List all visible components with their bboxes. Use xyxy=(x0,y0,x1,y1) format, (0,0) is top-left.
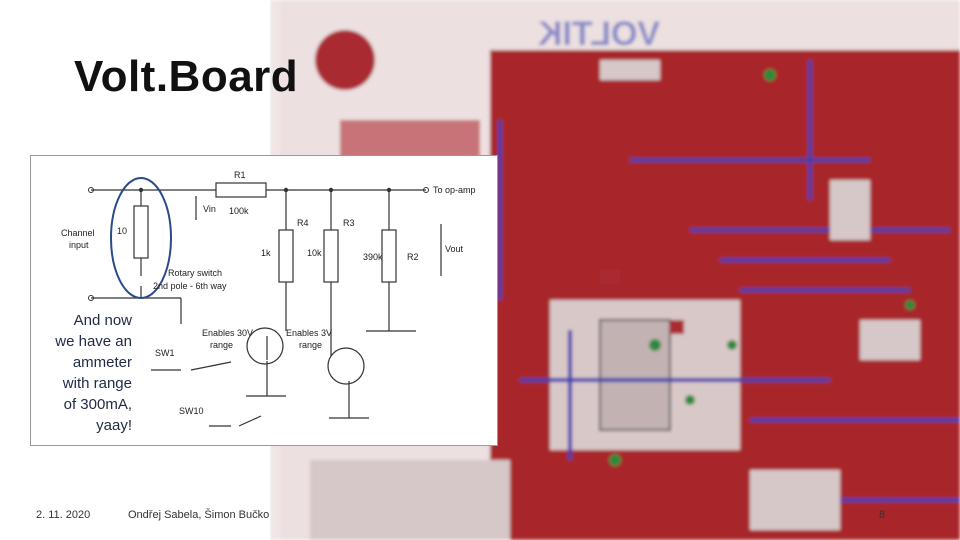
label-enables-3v: Enables 3V xyxy=(286,328,332,338)
caption-line: with range xyxy=(62,375,132,392)
label-vout: Vout xyxy=(445,244,464,254)
caption-line: ammeter xyxy=(72,354,132,371)
slide-title: Volt.Board xyxy=(74,52,299,101)
label-r2: R2 xyxy=(407,252,419,262)
footer-authors: Ondřej Sabela, Šimon Bučko xyxy=(128,509,270,521)
caption-line: And now xyxy=(73,312,132,329)
label-rotary-pole: 2nd pole - 6th way xyxy=(153,281,227,291)
label-to-opamp: To op-amp xyxy=(433,185,476,195)
caption-line: yaay! xyxy=(96,417,132,434)
pcb-background-image: VOLTIK xyxy=(270,0,960,540)
label-r3-value: 10k xyxy=(307,248,322,258)
label-rotary-switch: Rotary switch xyxy=(168,268,222,278)
label-enables-30v: Enables 30V xyxy=(202,328,253,338)
footer-date: 2. 11. 2020 xyxy=(36,509,91,521)
label-channel: Channel xyxy=(61,228,95,238)
label-enables-3v-range: range xyxy=(299,340,322,350)
slide-caption: And now we have an ammeter with range of… xyxy=(34,310,132,436)
label-r1: R1 xyxy=(234,170,246,180)
label-r3: R3 xyxy=(343,218,355,228)
label-input: input xyxy=(69,240,89,250)
label-r1-value: 100k xyxy=(229,206,249,216)
caption-line: we have an xyxy=(55,333,132,350)
label-sw1: SW1 xyxy=(155,348,175,358)
label-r4: R4 xyxy=(297,218,309,228)
label-vin: Vin xyxy=(203,204,216,214)
caption-line: of 300mA, xyxy=(63,396,132,413)
label-r4-value: 1k xyxy=(261,248,271,258)
page-number: 8 xyxy=(879,509,886,521)
svg-text:VOLTIK: VOLTIK xyxy=(537,15,660,53)
circuit-schematic: R1 100k Vin To op-amp Channel input 10 R… xyxy=(30,155,498,446)
label-r2-value: 390k xyxy=(363,252,383,262)
label-ten: 10 xyxy=(117,226,127,236)
label-enables-30v-range: range xyxy=(210,340,233,350)
label-sw10: SW10 xyxy=(179,406,204,416)
